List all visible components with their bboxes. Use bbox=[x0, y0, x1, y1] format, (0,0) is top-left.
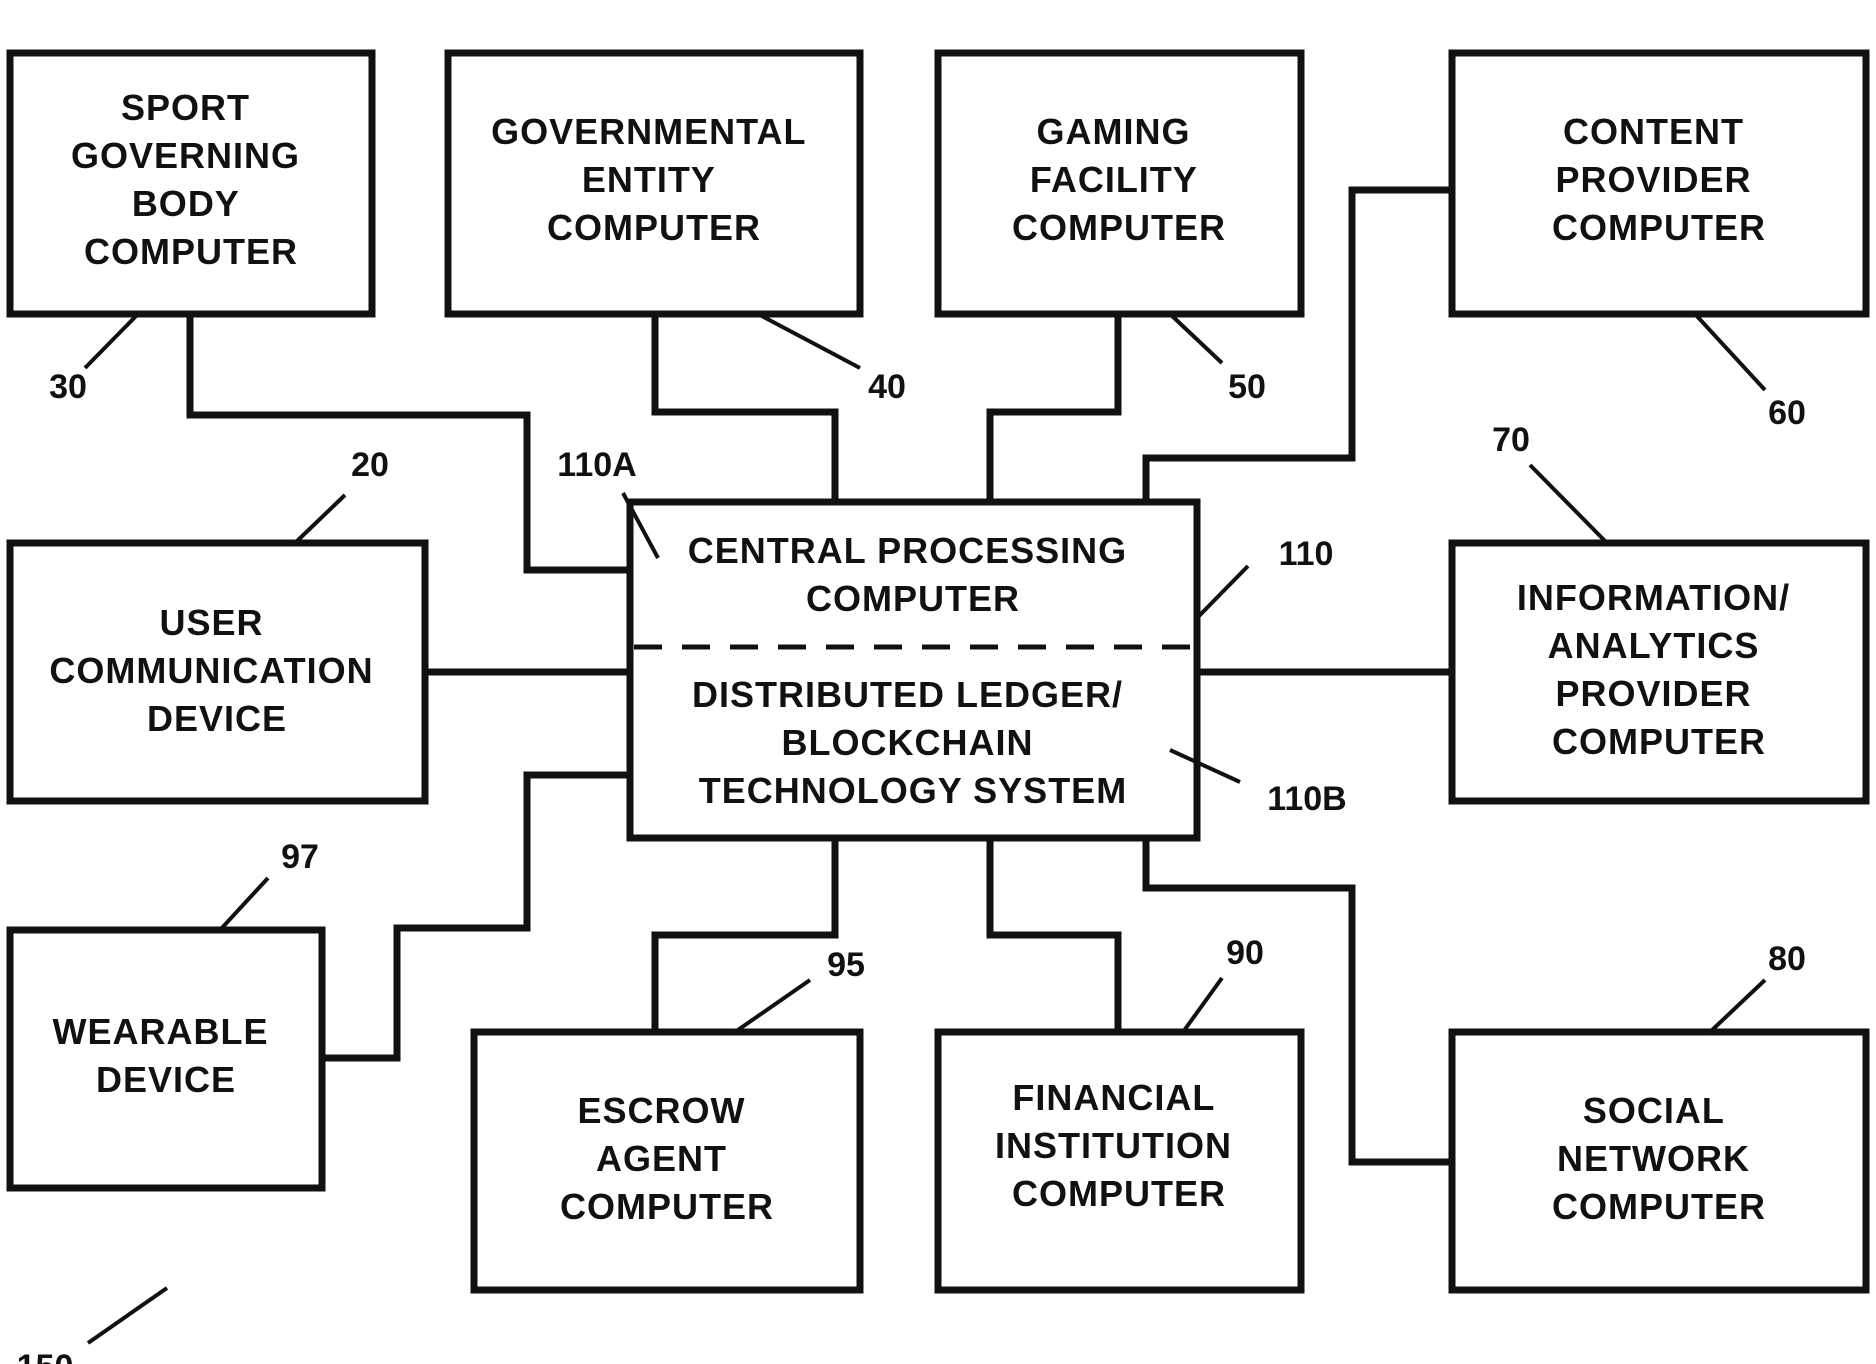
escrow-label-line: AGENT bbox=[596, 1138, 727, 1179]
user-label-line: USER bbox=[159, 602, 263, 643]
central-processing-label-line: CENTRAL PROCESSING bbox=[688, 530, 1127, 571]
info-label-line: COMPUTER bbox=[1552, 721, 1766, 762]
ledger-label-line: DISTRIBUTED LEDGER/ bbox=[692, 674, 1123, 715]
leader-60 bbox=[1695, 314, 1765, 390]
social-label-line: COMPUTER bbox=[1552, 1186, 1766, 1227]
social-network-label: SOCIAL NETWORK COMPUTER bbox=[1552, 1090, 1766, 1227]
escrow-label-line: ESCROW bbox=[577, 1090, 745, 1131]
ref-150: 150 bbox=[17, 1348, 74, 1364]
social-label-line: SOCIAL bbox=[1583, 1090, 1724, 1131]
ref-110b: 110B bbox=[1267, 780, 1346, 818]
ref-80: 80 bbox=[1768, 940, 1806, 978]
connector-gaming-to-central bbox=[990, 314, 1118, 502]
gaming-label-line: GAMING bbox=[1036, 111, 1190, 152]
info-label-line: INFORMATION/ bbox=[1517, 577, 1790, 618]
sport-label-line: BODY bbox=[132, 183, 239, 224]
central-processing-label-line: COMPUTER bbox=[806, 578, 1020, 619]
connector-wearable-to-central bbox=[322, 775, 630, 1058]
ref-95: 95 bbox=[827, 946, 865, 984]
leader-110 bbox=[1197, 566, 1248, 618]
leader-70 bbox=[1530, 465, 1607, 543]
financial-label-line: COMPUTER bbox=[1012, 1173, 1226, 1214]
ledger-label-line: TECHNOLOGY SYSTEM bbox=[699, 770, 1127, 811]
leader-40 bbox=[758, 314, 860, 368]
financial-label-line: FINANCIAL bbox=[1012, 1077, 1214, 1118]
wearable-label-line: WEARABLE bbox=[53, 1011, 269, 1052]
user-label-line: COMMUNICATION bbox=[49, 650, 373, 691]
content-label-line: PROVIDER bbox=[1555, 159, 1751, 200]
ref-97: 97 bbox=[281, 838, 319, 876]
leader-20 bbox=[295, 495, 345, 543]
sport-label-line: GOVERNING bbox=[71, 135, 300, 176]
wearable-label-line: DEVICE bbox=[96, 1059, 236, 1100]
social-label-line: NETWORK bbox=[1557, 1138, 1750, 1179]
gov-label-line: GOVERNMENTAL bbox=[491, 111, 806, 152]
ref-90: 90 bbox=[1226, 934, 1264, 972]
info-label-line: PROVIDER bbox=[1555, 673, 1751, 714]
gaming-label-line: COMPUTER bbox=[1012, 207, 1226, 248]
leader-80 bbox=[1710, 980, 1765, 1032]
ref-50: 50 bbox=[1228, 368, 1266, 406]
user-label-line: DEVICE bbox=[147, 698, 287, 739]
ref-30: 30 bbox=[49, 368, 87, 406]
financial-label-line: INSTITUTION bbox=[995, 1125, 1232, 1166]
ref-40: 40 bbox=[868, 368, 906, 406]
content-label-line: CONTENT bbox=[1563, 111, 1744, 152]
ref-20: 20 bbox=[351, 446, 389, 484]
ref-110a: 110A bbox=[557, 446, 636, 484]
ref-70: 70 bbox=[1492, 421, 1530, 459]
content-provider-label: CONTENT PROVIDER COMPUTER bbox=[1552, 111, 1766, 248]
escrow-label-line: COMPUTER bbox=[560, 1186, 774, 1227]
central-system: CENTRAL PROCESSING COMPUTER DISTRIBUTED … bbox=[630, 502, 1197, 838]
leader-50 bbox=[1170, 314, 1222, 363]
gov-label-line: COMPUTER bbox=[547, 207, 761, 248]
financial-institution-label: FINANCIAL INSTITUTION COMPUTER bbox=[995, 1077, 1243, 1214]
content-label-line: COMPUTER bbox=[1552, 207, 1766, 248]
connector-escrow-to-central bbox=[655, 838, 835, 1032]
leader-95 bbox=[735, 980, 810, 1032]
leader-30 bbox=[85, 314, 138, 368]
leader-97 bbox=[220, 878, 268, 930]
ref-110: 110 bbox=[1279, 535, 1334, 573]
gov-label-line: ENTITY bbox=[582, 159, 715, 200]
ledger-label-line: BLOCKCHAIN bbox=[782, 722, 1034, 763]
sport-label-line: SPORT bbox=[121, 87, 250, 128]
connector-financial-to-central bbox=[990, 838, 1118, 1032]
info-label-line: ANALYTICS bbox=[1548, 625, 1760, 666]
connector-sport-to-central bbox=[190, 314, 630, 570]
gaming-label-line: FACILITY bbox=[1030, 159, 1197, 200]
leader-90 bbox=[1183, 978, 1222, 1032]
leader-150 bbox=[88, 1288, 167, 1343]
ref-60: 60 bbox=[1768, 394, 1806, 432]
sport-label-line: COMPUTER bbox=[84, 231, 298, 272]
gaming-facility-label: GAMING FACILITY COMPUTER bbox=[1012, 111, 1226, 248]
